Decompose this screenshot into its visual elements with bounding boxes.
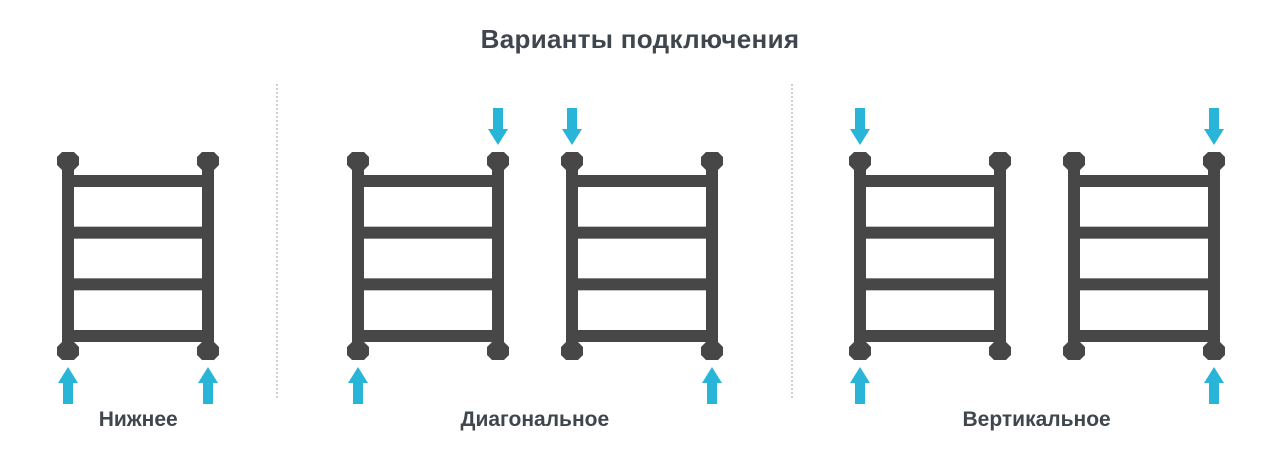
rung bbox=[355, 226, 500, 239]
connector-knob bbox=[1202, 152, 1225, 170]
connection-option-3: Вертикальное bbox=[793, 106, 1280, 432]
rung bbox=[857, 278, 1002, 291]
towel-rail-diagram bbox=[57, 152, 220, 404]
left-post bbox=[351, 161, 364, 351]
connection-option-2: Диагональное bbox=[278, 106, 791, 432]
connector-knob bbox=[346, 342, 369, 360]
rung bbox=[1071, 226, 1216, 239]
rung bbox=[857, 175, 1002, 187]
arrow-up-icon bbox=[849, 367, 870, 404]
arrow-up-icon bbox=[701, 367, 722, 404]
connector-knob bbox=[197, 342, 220, 360]
page-title: Варианты подключения bbox=[480, 24, 800, 54]
rung bbox=[66, 226, 211, 239]
rung bbox=[857, 330, 1002, 342]
rung bbox=[1071, 175, 1216, 187]
arrow-up-icon bbox=[347, 367, 368, 404]
arrow-up-icon bbox=[198, 367, 219, 404]
right-post bbox=[202, 161, 215, 351]
sections-row: Нижнее Диагональное Вертикальное bbox=[0, 84, 1280, 432]
section-label: Диагональное bbox=[460, 408, 610, 431]
connector-knob bbox=[988, 342, 1011, 360]
right-post bbox=[993, 161, 1006, 351]
arrow-down-icon bbox=[849, 108, 870, 145]
rung bbox=[569, 226, 714, 239]
towel-rail-diagram bbox=[560, 108, 723, 404]
rung bbox=[66, 175, 211, 187]
right-post bbox=[491, 161, 504, 351]
connector-knob bbox=[560, 152, 583, 170]
connector-knob bbox=[700, 342, 723, 360]
left-post bbox=[1067, 161, 1080, 351]
section-label: Нижнее bbox=[98, 408, 178, 431]
rung bbox=[355, 175, 500, 187]
ladders-row bbox=[845, 106, 1229, 406]
rung bbox=[569, 175, 714, 187]
rung bbox=[857, 226, 1002, 239]
arrow-up-icon bbox=[58, 367, 79, 404]
rung bbox=[569, 330, 714, 342]
connector-knob bbox=[197, 152, 220, 170]
rung bbox=[355, 330, 500, 342]
rung bbox=[1071, 330, 1216, 342]
rung bbox=[66, 330, 211, 342]
connector-knob bbox=[346, 152, 369, 170]
left-post bbox=[853, 161, 866, 351]
connector-knob bbox=[1202, 342, 1225, 360]
connector-knob bbox=[1062, 342, 1085, 360]
section-label: Вертикальное bbox=[962, 408, 1111, 431]
ladders-row bbox=[53, 106, 223, 406]
connector-knob bbox=[560, 342, 583, 360]
rung bbox=[355, 278, 500, 291]
arrow-down-icon bbox=[1203, 108, 1224, 145]
connector-knob bbox=[988, 152, 1011, 170]
connection-option-1: Нижнее bbox=[0, 106, 276, 432]
towel-rail-diagram bbox=[848, 108, 1011, 404]
connector-knob bbox=[486, 152, 509, 170]
rung bbox=[1071, 278, 1216, 291]
connector-knob bbox=[848, 342, 871, 360]
connector-knob bbox=[486, 342, 509, 360]
connector-knob bbox=[700, 152, 723, 170]
connector-knob bbox=[57, 152, 80, 170]
connector-knob bbox=[57, 342, 80, 360]
arrow-down-icon bbox=[561, 108, 582, 145]
arrow-down-icon bbox=[487, 108, 508, 145]
arrow-up-icon bbox=[1203, 367, 1224, 404]
left-post bbox=[62, 161, 75, 351]
connection-options-diagram: Варианты подключения Нижнее Диагональное В… bbox=[0, 24, 1280, 456]
ladders-row bbox=[343, 106, 727, 406]
right-post bbox=[705, 161, 718, 351]
section-separator bbox=[791, 84, 794, 398]
section-separator bbox=[276, 84, 279, 398]
rung bbox=[66, 278, 211, 291]
rung bbox=[569, 278, 714, 291]
connector-knob bbox=[848, 152, 871, 170]
left-post bbox=[565, 161, 578, 351]
connector-knob bbox=[1062, 152, 1085, 170]
right-post bbox=[1207, 161, 1220, 351]
towel-rail-diagram bbox=[346, 108, 509, 404]
towel-rail-diagram bbox=[1062, 108, 1225, 404]
